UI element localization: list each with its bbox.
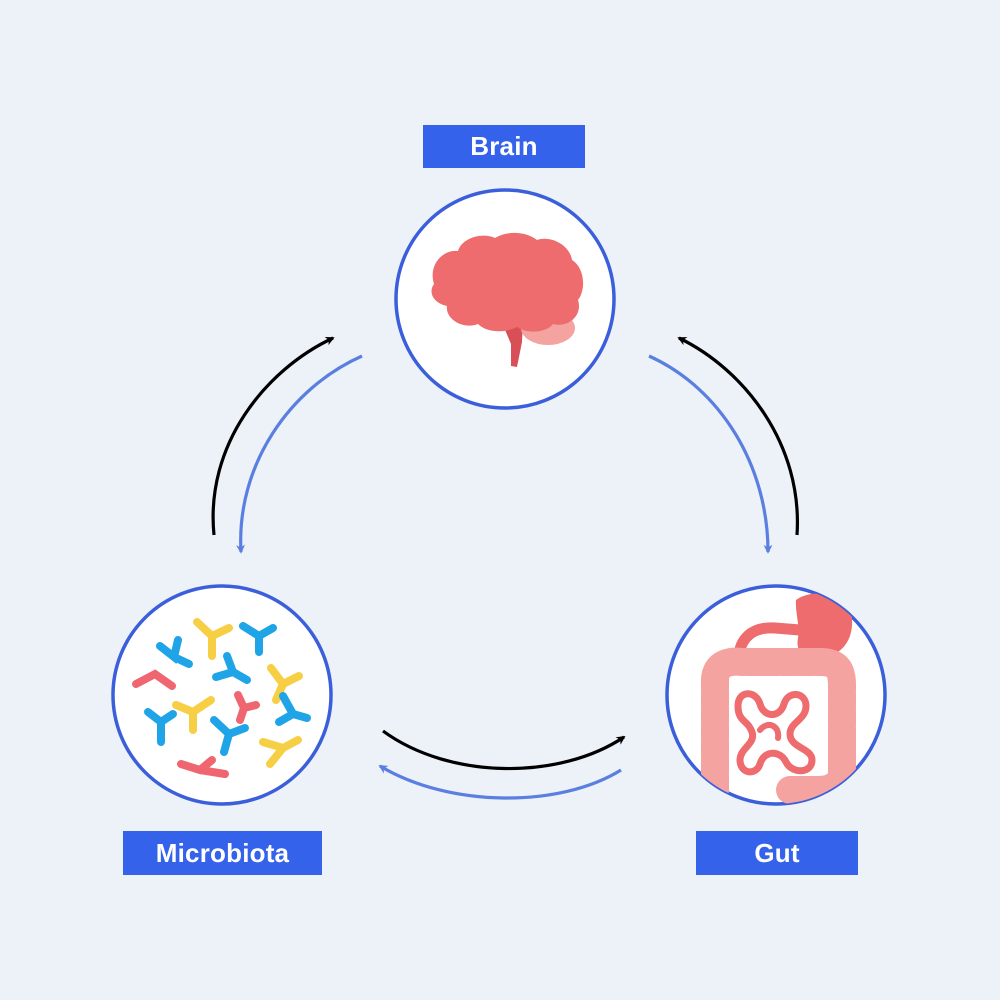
brain-icon: [431, 232, 584, 367]
arrow-microbiota-to-gut: [382, 729, 626, 771]
arrows: [211, 336, 800, 800]
arrow-gut-to-brain: [677, 336, 800, 536]
brain-label: Brain: [423, 125, 585, 168]
brain-node: [394, 188, 616, 410]
arrow-gut-to-microbiota: [378, 764, 622, 800]
bacteria-icon: [132, 618, 311, 778]
arrow-brain-to-microbiota: [236, 354, 363, 554]
gut-node: [665, 584, 887, 806]
microbiota-label: Microbiota: [123, 831, 322, 875]
gut-label: Gut: [696, 831, 858, 875]
intestines-icon: [701, 593, 856, 804]
microbiota-node: [111, 584, 333, 806]
arrow-microbiota-to-brain: [211, 336, 335, 536]
arrow-brain-to-gut: [648, 354, 773, 554]
